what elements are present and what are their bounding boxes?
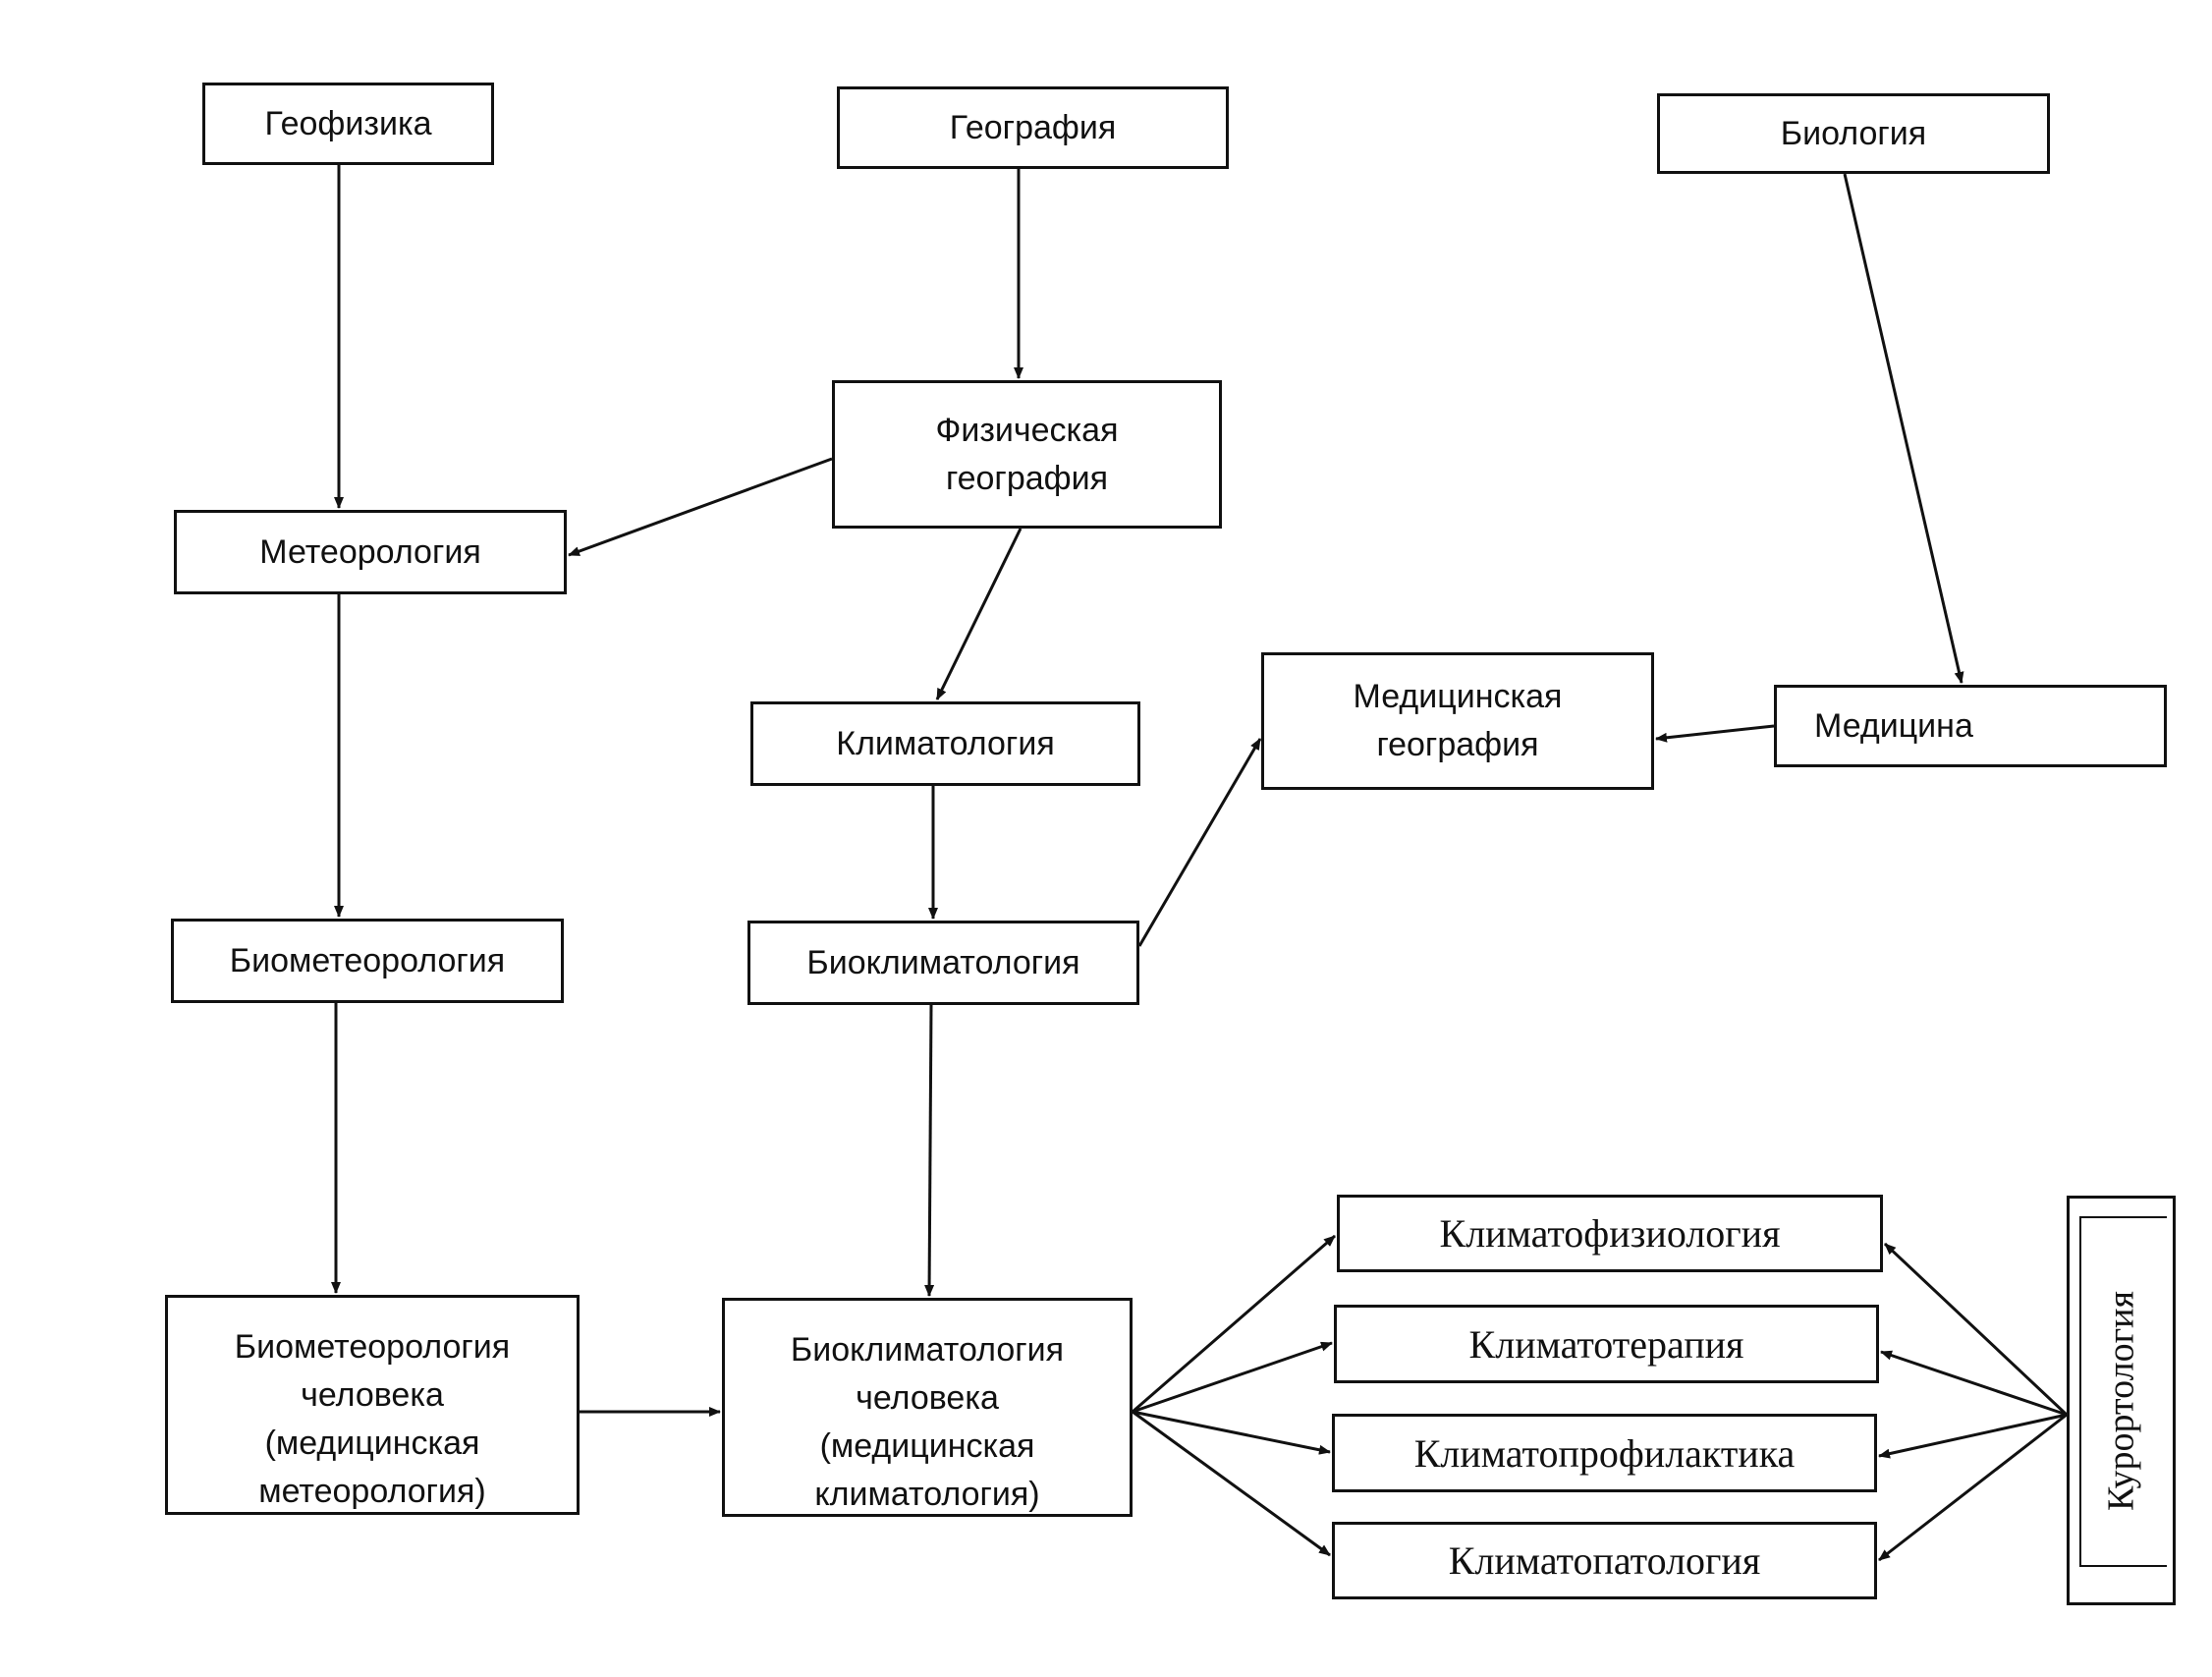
node-geografiya-label: География <box>949 108 1117 146</box>
node-bioklimatologiya-cheloveka-line3: (медицинская <box>819 1427 1035 1465</box>
node-bioklimatologiya-cheloveka: Биоклиматология человека (медицинская кл… <box>722 1298 1133 1517</box>
node-biometeorologiya-cheloveka-line1: Биометеорология <box>234 1328 511 1366</box>
node-biometeorologiya-cheloveka-line2: человека <box>301 1376 444 1414</box>
kurortologiya-inner-frame <box>2079 1216 2167 1567</box>
node-bioklimatologiya-cheloveka-line1: Биоклиматология <box>790 1331 1065 1369</box>
node-meditsina-label: Медицина <box>1814 706 1973 745</box>
node-geofizika: Геофизика <box>202 83 494 165</box>
node-klimatoterapiya-label: Климатотерапия <box>1468 1321 1744 1367</box>
node-meteorologiya: Метеорология <box>174 510 567 594</box>
node-kurortologiya: Курортология <box>2067 1196 2176 1605</box>
edge-bioklimatologiya-to-bioklimatologiya_cheloveka <box>924 1004 935 1297</box>
node-biometeorologiya-cheloveka: Биометеорология человека (медицинская ме… <box>165 1295 580 1515</box>
node-klimatopatologiya-label: Климатопатология <box>1448 1538 1761 1583</box>
edge-biologiya-to-meditsina <box>1843 173 1964 684</box>
node-biometeorologiya-label: Биометеорология <box>229 941 506 979</box>
node-meditsinskaya-geografiya-line2: география <box>1376 726 1539 763</box>
node-biometeorologiya-cheloveka-line4: метеорология) <box>258 1473 486 1510</box>
edge-bioklimatologiya-to-meditsinskaya_geografiya <box>1137 738 1262 947</box>
edge-fizicheskaya_geografiya-to-meteorologiya <box>568 457 833 557</box>
node-bioklimatologiya-cheloveka-line4: климатология) <box>814 1476 1040 1513</box>
edge-kurortologiya-to-klimatopatologiya <box>1878 1413 2068 1562</box>
node-biologiya-label: Биология <box>1780 114 1927 152</box>
edge-bioklimatologiya_cheloveka-to-klimatoprofilaktika <box>1132 1410 1331 1455</box>
edge-bioklimatologiya_cheloveka-to-klimatoterapiya <box>1132 1341 1333 1414</box>
node-klimatologiya-label: Климатология <box>836 724 1055 762</box>
node-klimatopatologiya: Климатопатология <box>1332 1522 1877 1599</box>
node-meditsinskaya-geografiya-line1: Медицинская <box>1353 678 1563 715</box>
node-geofizika-label: Геофизика <box>264 104 432 142</box>
edge-fizicheskaya_geografiya-to-klimatologiya <box>935 528 1023 700</box>
node-klimatologiya: Климатология <box>750 701 1140 786</box>
edge-kurortologiya-to-klimatofiziologiya <box>1883 1242 2069 1417</box>
node-kurortologiya-label: Курортология <box>2100 1290 2141 1511</box>
node-meteorologiya-label: Метеорология <box>259 532 481 571</box>
node-geografiya: География <box>837 86 1229 169</box>
node-biometeorologiya-cheloveka-line3: (медицинская <box>264 1425 480 1462</box>
edge-bioklimatologiya_cheloveka-to-klimatopatologiya <box>1132 1410 1331 1557</box>
node-fizicheskaya-geografiya-line1: Физическая <box>935 411 1119 449</box>
edge-kurortologiya-to-klimatoprofilaktika <box>1878 1413 2068 1459</box>
node-klimatoprofilaktika-label: Климатопрофилактика <box>1413 1430 1796 1476</box>
node-biologiya: Биология <box>1657 93 2050 174</box>
node-bioklimatologiya: Биоклиматология <box>747 921 1139 1005</box>
node-klimatofiziologiya: Климатофизиология <box>1337 1195 1883 1272</box>
node-klimatoprofilaktika: Климатопрофилактика <box>1332 1414 1877 1492</box>
node-meditsinskaya-geografiya: Медицинская география <box>1261 652 1654 790</box>
node-bioklimatologiya-label: Биоклиматология <box>806 943 1080 981</box>
node-meditsina: Медицина <box>1774 685 2167 767</box>
edge-meditsina-to-meditsinskaya_geografiya <box>1655 724 1775 743</box>
node-fizicheskaya-geografiya: Физическая география <box>832 380 1222 529</box>
node-klimatofiziologiya-label: Климатофизиология <box>1439 1211 1781 1256</box>
node-biometeorologiya: Биометеорология <box>171 919 564 1003</box>
edge-kurortologiya-to-klimatoterapiya <box>1880 1350 2068 1417</box>
edge-bioklimatologiya_cheloveka-to-klimatofiziologiya <box>1132 1234 1336 1414</box>
node-bioklimatologiya-cheloveka-line2: человека <box>856 1379 999 1417</box>
node-klimatoterapiya: Климатотерапия <box>1334 1305 1879 1383</box>
node-fizicheskaya-geografiya-line2: география <box>945 459 1109 497</box>
